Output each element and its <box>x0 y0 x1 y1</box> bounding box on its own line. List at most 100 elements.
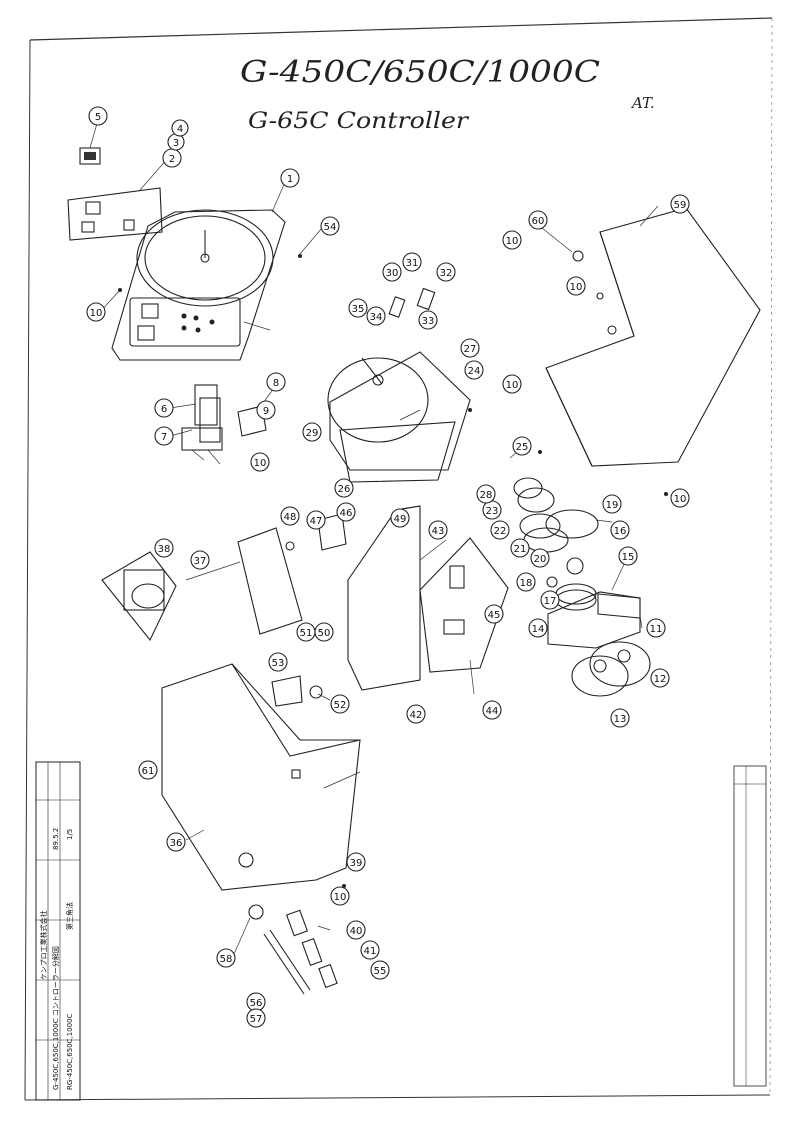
cover-screws <box>572 250 617 335</box>
callout-55: 55 <box>370 960 390 980</box>
connector-cable <box>248 904 338 995</box>
callout-59: 59 <box>670 194 690 214</box>
switch-part <box>79 147 101 165</box>
callout-37: 37 <box>190 550 210 570</box>
callout-2: 2 <box>162 148 182 168</box>
callout-8: 8 <box>266 372 286 392</box>
svg-text:10: 10 <box>570 282 583 293</box>
callout-52: 52 <box>330 694 350 714</box>
svg-text:24: 24 <box>468 366 481 377</box>
callout-31: 31 <box>402 252 422 272</box>
border-right <box>769 17 773 1096</box>
callout-20: 20 <box>530 548 550 568</box>
svg-text:47: 47 <box>310 516 323 527</box>
svg-text:46: 46 <box>340 508 353 519</box>
svg-text:18: 18 <box>520 578 533 589</box>
base-chassis <box>161 663 361 891</box>
callout-10g: 10 <box>330 886 350 906</box>
callout-18: 18 <box>516 572 536 592</box>
svg-text:40: 40 <box>350 926 363 937</box>
callout-26: 26 <box>334 478 354 498</box>
svg-text:14: 14 <box>532 624 545 635</box>
svg-text:11: 11 <box>650 624 663 635</box>
svg-text:52: 52 <box>334 700 347 711</box>
svg-text:35: 35 <box>352 304 365 315</box>
svg-text:38: 38 <box>158 544 171 555</box>
callout-32: 32 <box>436 262 456 282</box>
callout-35: 35 <box>348 298 368 318</box>
svg-text:16: 16 <box>614 526 627 537</box>
callout-24: 24 <box>464 360 484 380</box>
border-left <box>24 39 31 1101</box>
svg-text:49: 49 <box>394 514 407 525</box>
callout-5: 5 <box>88 106 108 126</box>
svg-text:58: 58 <box>220 954 233 965</box>
title-block-scale: 1/5 <box>66 829 74 840</box>
callout-56: 56 <box>246 992 266 1012</box>
pcb-board <box>419 537 509 673</box>
svg-text:32: 32 <box>440 268 453 279</box>
svg-text:42: 42 <box>410 710 423 721</box>
svg-text:43: 43 <box>432 526 445 537</box>
cover-case <box>545 207 761 467</box>
callout-46: 46 <box>336 502 356 522</box>
svg-text:9: 9 <box>263 406 269 417</box>
svg-text:13: 13 <box>614 714 627 725</box>
callout-1: 1 <box>280 168 300 188</box>
svg-text:36: 36 <box>170 838 183 849</box>
svg-text:45: 45 <box>488 610 501 621</box>
svg-text:15: 15 <box>622 552 635 563</box>
callout-10e: 10 <box>566 276 586 296</box>
title-block-date: 89.5.2 <box>52 828 60 850</box>
svg-text:30: 30 <box>386 268 399 279</box>
border-top <box>29 17 773 41</box>
callout-54: 54 <box>320 216 340 236</box>
svg-text:12: 12 <box>654 674 667 685</box>
callout-33: 33 <box>418 310 438 330</box>
svg-text:57: 57 <box>250 1014 263 1025</box>
svg-text:39: 39 <box>350 858 363 869</box>
callout-10a: 10 <box>86 302 106 322</box>
svg-text:1: 1 <box>287 174 293 185</box>
svg-text:17: 17 <box>544 596 557 607</box>
callout-10b: 10 <box>250 452 270 472</box>
callout-38: 38 <box>154 538 174 558</box>
chassis-bracket <box>347 505 421 691</box>
callout-47: 47 <box>306 510 326 530</box>
gear-train <box>513 477 599 588</box>
callout-21: 21 <box>510 538 530 558</box>
svg-text:19: 19 <box>606 500 619 511</box>
callout-41: 41 <box>360 940 380 960</box>
revision-block <box>733 765 767 1087</box>
relay-assembly <box>181 384 223 465</box>
callout-10d: 10 <box>502 230 522 250</box>
callout-9: 9 <box>256 400 276 420</box>
callout-25: 25 <box>512 436 532 456</box>
svg-text:10: 10 <box>334 892 347 903</box>
svg-text:44: 44 <box>486 706 499 717</box>
svg-text:29: 29 <box>306 428 319 439</box>
svg-text:54: 54 <box>324 222 337 233</box>
svg-text:7: 7 <box>161 432 167 443</box>
leader-lines <box>89 119 659 955</box>
svg-text:33: 33 <box>422 316 435 327</box>
callout-61: 61 <box>138 760 158 780</box>
svg-text:56: 56 <box>250 998 263 1009</box>
svg-text:34: 34 <box>370 312 383 323</box>
bracket-small <box>237 405 267 437</box>
title-block-drawing-name: G-450C,650C,1000C コントローラー分解図 <box>51 946 60 1090</box>
svg-text:22: 22 <box>494 526 507 537</box>
callout-14: 14 <box>528 618 548 638</box>
callout-29: 29 <box>302 422 322 442</box>
callout-16: 16 <box>610 520 630 540</box>
callout-30: 30 <box>382 262 402 282</box>
callout-15: 15 <box>618 546 638 566</box>
transformer <box>101 551 177 642</box>
svg-text:53: 53 <box>272 658 285 669</box>
callout-36: 36 <box>166 832 186 852</box>
subtitle: G-65C Controller <box>248 109 470 134</box>
dial-plate-assembly <box>327 351 471 483</box>
svg-text:2: 2 <box>169 154 175 165</box>
callout-4: 4 <box>171 119 189 137</box>
